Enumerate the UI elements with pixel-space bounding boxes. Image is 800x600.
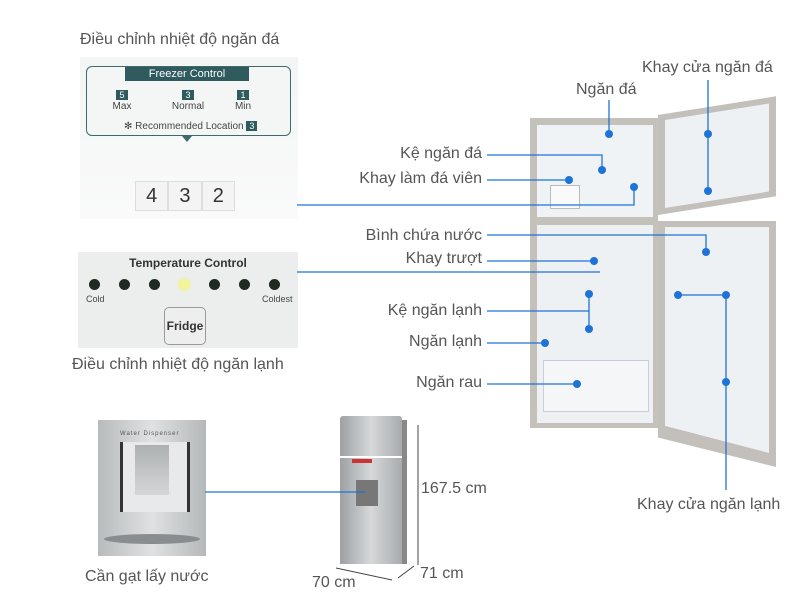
freezer-control-heading: Freezer Control [125,67,249,81]
fridge-control-title: Điều chỉnh nhiệt độ ngăn lạnh [72,356,284,373]
temperature-led [119,279,130,290]
freezer-compartment-label: Ngăn đá [576,81,637,98]
freezer-door-tray-label: Khay cửa ngăn đá [642,59,773,76]
water-lever-label: Cần gạt lấy nước [85,568,209,585]
water-tank-label: Bình chứa nước [365,227,482,244]
freezer-shelf-label: Kệ ngăn đá [400,145,482,162]
width-dimension: 70 cm [312,574,356,591]
recommended-location-label: Recommended Location [135,121,244,132]
freezer-dial[interactable]: 4 3 2 [135,181,235,211]
fridge-photo [530,85,795,470]
fridge-door-tray-label: Khay cửa ngăn lạnh [637,496,781,513]
cold-label: Cold [86,294,105,304]
vegetable-drawer-label: Ngăn rau [416,374,482,391]
temperature-control-heading: Temperature Control [129,256,247,270]
level-label: Min [234,101,252,112]
small-fridge-photo [340,416,407,566]
temperature-led [209,279,220,290]
water-dispenser-text: Water Dispenser [120,431,180,437]
temperature-led [149,279,160,290]
vegetable-drawer [543,360,649,412]
temperature-led-active [179,279,190,290]
fridge-shelf-label: Kệ ngăn lạnh [387,302,482,319]
coldest-label: Coldest [262,294,293,304]
temperature-led [239,279,250,290]
level-badge: 5 [116,90,128,100]
dial-digit: 4 [136,182,168,210]
fridge-button[interactable]: Fridge [164,307,206,345]
temperature-led [269,279,280,290]
temperature-control-photo: Temperature Control Cold Coldest Fridge [78,252,298,348]
level-badge: 3 [182,90,194,100]
freezer-control-title: Điều chỉnh nhiệt độ ngăn đá [80,31,280,48]
water-dispenser-photo: Water Dispenser [98,420,206,556]
level-badge: 1 [237,90,249,100]
height-dimension: 167.5 cm [421,480,487,497]
dial-digit: 2 [202,182,234,210]
temperature-led [89,279,100,290]
level-label: Max [112,101,132,112]
ice-tray-label: Khay làm đá viên [359,170,482,187]
fridge-compartment-label: Ngăn lạnh [409,333,482,350]
water-lever[interactable] [135,445,169,495]
level-label: Normal [171,101,205,112]
dial-digit: 3 [169,182,201,210]
sliding-tray-label: Khay trượt [405,250,482,267]
recommended-badge: 3 [246,121,258,131]
depth-dimension: 71 cm [420,565,464,582]
